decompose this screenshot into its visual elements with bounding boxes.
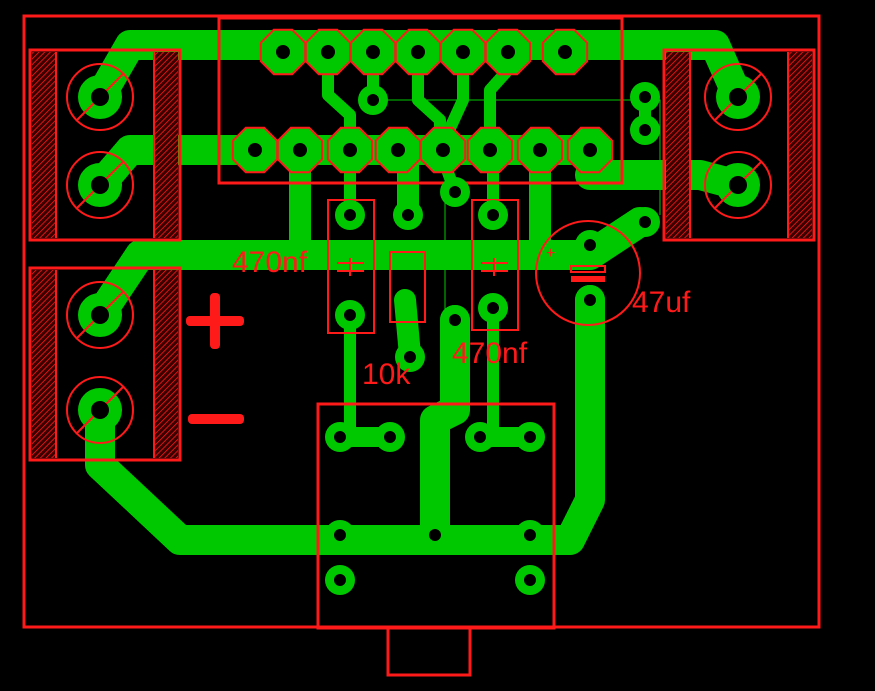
component-pad [335, 200, 365, 230]
polarity-marks [186, 293, 244, 424]
terminal-pad [66, 63, 134, 131]
header-pad-bottom [231, 126, 279, 174]
header-pad-bottom [374, 126, 422, 174]
trace-ground-loop [85, 285, 605, 555]
resistor-label: 10k [362, 358, 411, 391]
component-pad [358, 85, 388, 115]
component-pad [325, 520, 355, 550]
cap-symbols [337, 258, 508, 276]
cap-left-outline [327, 199, 375, 334]
component-pads [325, 82, 660, 595]
electrolytic-outline [535, 220, 641, 326]
component-pad [395, 342, 425, 372]
component-pad [575, 285, 605, 315]
component-pad [325, 422, 355, 452]
component-pad [630, 82, 660, 112]
header-pad-bottom [516, 126, 564, 174]
header-pad-top [259, 28, 307, 76]
terminal-block-top-left [28, 48, 182, 242]
header-pad-bottom [466, 126, 514, 174]
component-pad [630, 115, 660, 145]
header-pad-bottom [276, 126, 324, 174]
resistor-outline [389, 251, 426, 323]
outlines [22, 14, 821, 677]
terminal-pads [66, 63, 772, 444]
component-pad [393, 200, 423, 230]
header-pad-bottom [566, 126, 614, 174]
component-pad [465, 422, 495, 452]
component-pad [375, 422, 405, 452]
component-pad [440, 305, 470, 335]
component-pad [325, 565, 355, 595]
header-pad-top [484, 28, 532, 76]
component-pad [440, 177, 470, 207]
header-pad-bottom [326, 126, 374, 174]
component-pad [515, 520, 545, 550]
terminal-pad [704, 63, 772, 131]
electrolytic-plus-label: + [546, 245, 555, 262]
component-pad [478, 200, 508, 230]
terminal-block-power [28, 266, 182, 462]
jack-outline [316, 402, 556, 630]
connector-tab-outline [386, 625, 472, 677]
header-pad-bottom [419, 126, 467, 174]
minus-mark [188, 414, 244, 424]
header-pad-top [304, 28, 352, 76]
trace-center-vertical [420, 305, 470, 555]
component-pad [478, 293, 508, 323]
header-pads [231, 28, 614, 174]
component-pad [420, 520, 450, 550]
header-pad-top [349, 28, 397, 76]
component-pad [515, 565, 545, 595]
component-pad [575, 230, 605, 260]
header-outline [217, 16, 624, 185]
terminal-pad [704, 151, 772, 219]
cap-left-label: 470nf [232, 246, 308, 279]
component-pad [335, 300, 365, 330]
electrolytic-symbol [570, 265, 606, 282]
header-pad-top [541, 28, 589, 76]
component-pad [515, 422, 545, 452]
plus-mark-v [210, 293, 220, 349]
terminal-pad [66, 151, 134, 219]
header-pad-top [439, 28, 487, 76]
electrolytic-label: 47uf [632, 286, 691, 319]
terminal-block-right [662, 48, 816, 242]
cap-right-label: 470nf [452, 337, 528, 370]
terminal-pad [66, 376, 134, 444]
header-pad-top [394, 28, 442, 76]
component-pad [630, 207, 660, 237]
terminal-pad [66, 281, 134, 349]
cap-right-outline [471, 199, 519, 331]
